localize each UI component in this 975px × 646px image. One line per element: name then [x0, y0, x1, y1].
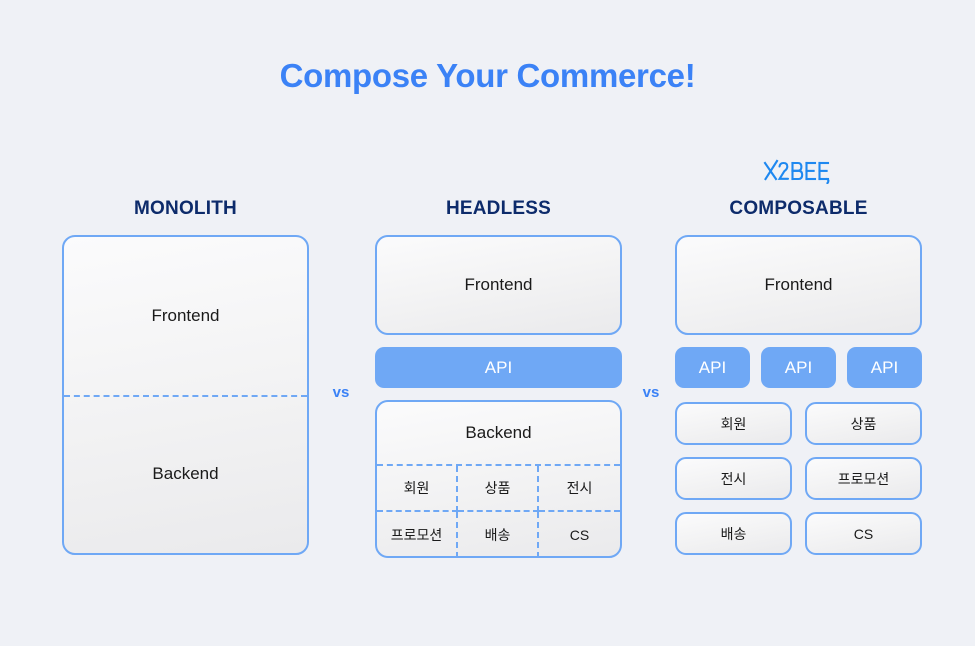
- composable-frontend-box: Frontend: [675, 235, 922, 335]
- monolith-backend-label: Backend: [152, 464, 219, 483]
- service-card: 배송: [675, 512, 792, 555]
- page-title: Compose Your Commerce!: [279, 57, 696, 94]
- headless-api-bar: API: [375, 347, 622, 388]
- column-composable: COMPOSABLE Frontend API API API 회원 상품 전시…: [675, 150, 922, 555]
- monolith-architecture-box: Frontend Backend: [62, 235, 309, 555]
- headless-backend-box: Backend 회원 상품 전시 프로모션 배송 CS: [375, 400, 622, 558]
- column-header-monolith: MONOLITH: [134, 198, 237, 219]
- service-cell: 전시: [539, 466, 620, 512]
- column-body-monolith: Frontend Backend: [62, 235, 309, 555]
- headless-service-grid: 회원 상품 전시 프로모션 배송 CS: [377, 464, 620, 556]
- service-cell: 배송: [458, 512, 539, 556]
- service-cell: 프로모션: [377, 512, 458, 556]
- service-cell: 회원: [377, 466, 458, 512]
- composable-api-chip: API: [847, 347, 922, 388]
- x2bee-logo: [675, 150, 922, 192]
- column-body-composable: Frontend API API API 회원 상품 전시 프로모션 배송 CS: [675, 235, 922, 555]
- column-headless: HEADLESS Frontend API Backend 회원 상품 전시 프…: [375, 150, 622, 558]
- column-header-composable: COMPOSABLE: [729, 198, 868, 219]
- logo-slot-empty: [375, 150, 622, 192]
- service-card: 상품: [805, 402, 922, 445]
- monolith-divider: [64, 395, 307, 397]
- headless-backend-label: Backend: [465, 423, 532, 442]
- x2bee-logo-icon: [763, 159, 829, 184]
- service-card: CS: [805, 512, 922, 555]
- headless-frontend-box: Frontend: [375, 235, 622, 335]
- logo-slot-empty: [62, 150, 309, 192]
- vs-separator-2: vs: [642, 384, 660, 401]
- composable-api-row: API API API: [675, 347, 922, 388]
- monolith-frontend-label: Frontend: [151, 306, 220, 325]
- service-cell: CS: [569, 527, 590, 543]
- vs-separator-1: vs: [332, 384, 350, 401]
- column-header-headless: HEADLESS: [445, 198, 552, 219]
- column-body-headless: Frontend API Backend 회원 상품 전시 프로모션 배송 CS: [375, 235, 622, 558]
- composable-api-chip: API: [675, 347, 750, 388]
- composable-service-grid: 회원 상품 전시 프로모션 배송 CS: [675, 402, 922, 555]
- service-card: 회원: [675, 402, 792, 445]
- composable-api-chip: API: [761, 347, 836, 388]
- service-card: 전시: [675, 457, 792, 500]
- column-monolith: MONOLITH Frontend Backend: [62, 150, 309, 555]
- service-cell: 상품: [458, 466, 539, 512]
- service-card: 프로모션: [805, 457, 922, 500]
